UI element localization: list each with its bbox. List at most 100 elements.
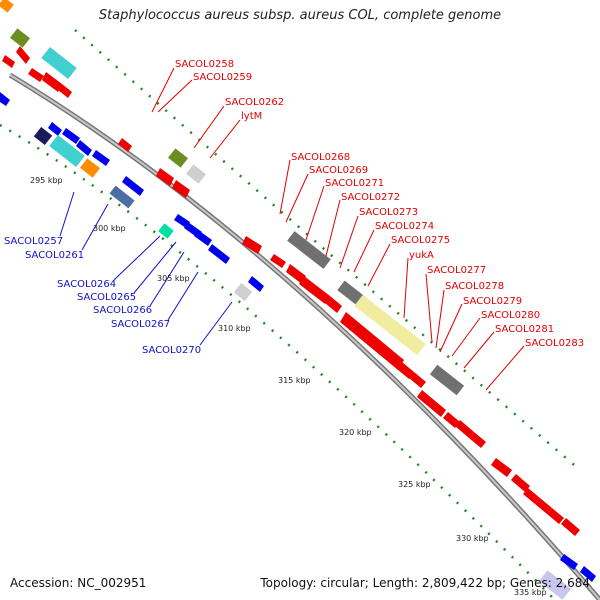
gene-arrow [469,432,486,448]
gene-arrow [248,276,264,292]
gene-olive [10,28,30,48]
gene-arrow [58,84,72,98]
gene-arrow [417,390,446,417]
gene-label: SACOL0267 [111,319,170,330]
gene-label: yukA [409,250,434,261]
gene-arrow [62,128,80,144]
forward-genes [2,46,580,536]
leader-line [285,173,309,223]
leader-line [59,191,75,237]
leader-line [279,159,291,215]
gene-arrow [28,68,44,82]
gene-label: SACOL0277 [427,265,486,276]
gene-label: SACOL0268 [291,152,350,163]
gene-arrow [0,92,10,106]
gene-label: SACOL0266 [93,305,152,316]
gc-line-inner [0,123,556,600]
leader-line [325,199,341,257]
gene-label: SACOL0281 [495,324,554,335]
gene-label: SACOL0274 [375,221,434,232]
leader-line [353,229,375,273]
gene-label: SACOL0270 [142,345,201,356]
leader-line [439,303,463,353]
gene-label: SACOL0273 [359,207,418,218]
kbp-tick: 325 kbp [398,480,431,489]
leader-line [193,105,225,149]
gc-track [0,29,581,600]
gene-label: SACOL0264 [57,279,116,290]
gene-label: SACOL0259 [193,72,252,83]
gene-arrow [76,140,92,156]
gene-light-grey [233,282,253,302]
gene-label: SACOL0278 [445,281,504,292]
gene-arrow [561,518,580,536]
gene-label: SACOL0272 [341,192,400,203]
gene-label: SACOL0258 [175,59,234,70]
gene-arrow [443,412,460,428]
gene-arrow [560,554,578,570]
gene-arrow [397,362,414,379]
gene-arrow [455,420,474,438]
leader-line [199,301,233,346]
gene-cyan [41,47,77,79]
kbp-tick: 320 kbp [339,428,372,437]
gene-label: SACOL0269 [309,165,368,176]
gene-slate [109,185,135,209]
gene-arrow [547,508,564,524]
leader-line [463,331,495,369]
gene-arrow [172,180,190,198]
leader-line [485,345,525,391]
leader-line [81,203,109,251]
leader-line [149,251,185,307]
reverse-labels: SACOL0257 SACOL0261 SACOL0264 SACOL0265 … [4,236,201,356]
gene-label: SACOL0280 [481,310,540,321]
gene-arrow [2,55,15,68]
gene-arrow [580,566,596,582]
gene-label: SACOL0283 [525,338,584,349]
gene-arrow [523,488,540,504]
topology-text: Topology: circular; Length: 2,809,422 bp… [260,576,590,590]
gene-lavender [538,570,572,600]
gene-label: SACOL0257 [4,236,63,247]
gene-arrow [325,296,342,313]
leader-line [339,215,359,269]
kbp-tick: 305 kbp [157,274,190,283]
accession-text: Accession: NC_002951 [10,576,147,590]
gene-arrow [122,176,144,196]
gene-olive [168,148,188,168]
kbp-ticks: 295 kbp 300 kbp 305 kbp 310 kbp 315 kbp … [30,176,547,597]
gene-arrow [118,138,132,152]
gene-arrow [511,474,530,492]
gene-label: SACOL0261 [25,250,84,261]
reverse-genes [0,92,596,582]
gene-arrow [409,372,426,388]
gene-arrow [535,498,552,514]
gene-arrow [270,254,286,268]
leader-line [151,67,175,113]
gene-arrow [242,236,262,254]
gene-cyan [49,135,85,167]
map-title: Staphylococcus aureus subsp. aureus COL,… [98,8,502,23]
gene-arrow [92,150,110,166]
gene-arrow [286,264,306,284]
backbone-inner [9,74,600,600]
kbp-tick: 315 kbp [278,376,311,385]
gene-label: SACOL0275 [391,235,450,246]
gene-grey [0,0,14,13]
gene-arrow [194,230,212,246]
gene-orange [80,158,100,178]
leader-line [133,241,177,294]
forward-leaders [151,67,525,391]
gene-arrow [491,458,512,477]
kbp-tick: 330 kbp [456,534,489,543]
gene-arrow [48,122,62,136]
gene-light-grey [186,164,206,184]
gene-arrow [340,312,404,370]
leader-line [305,185,325,241]
reverse-other-genes [33,126,572,600]
gene-label: SACOL0262 [225,97,284,108]
kbp-tick: 310 kbp [218,324,251,333]
gene-arrow [208,244,230,264]
gene-pale-yellow [354,294,426,356]
